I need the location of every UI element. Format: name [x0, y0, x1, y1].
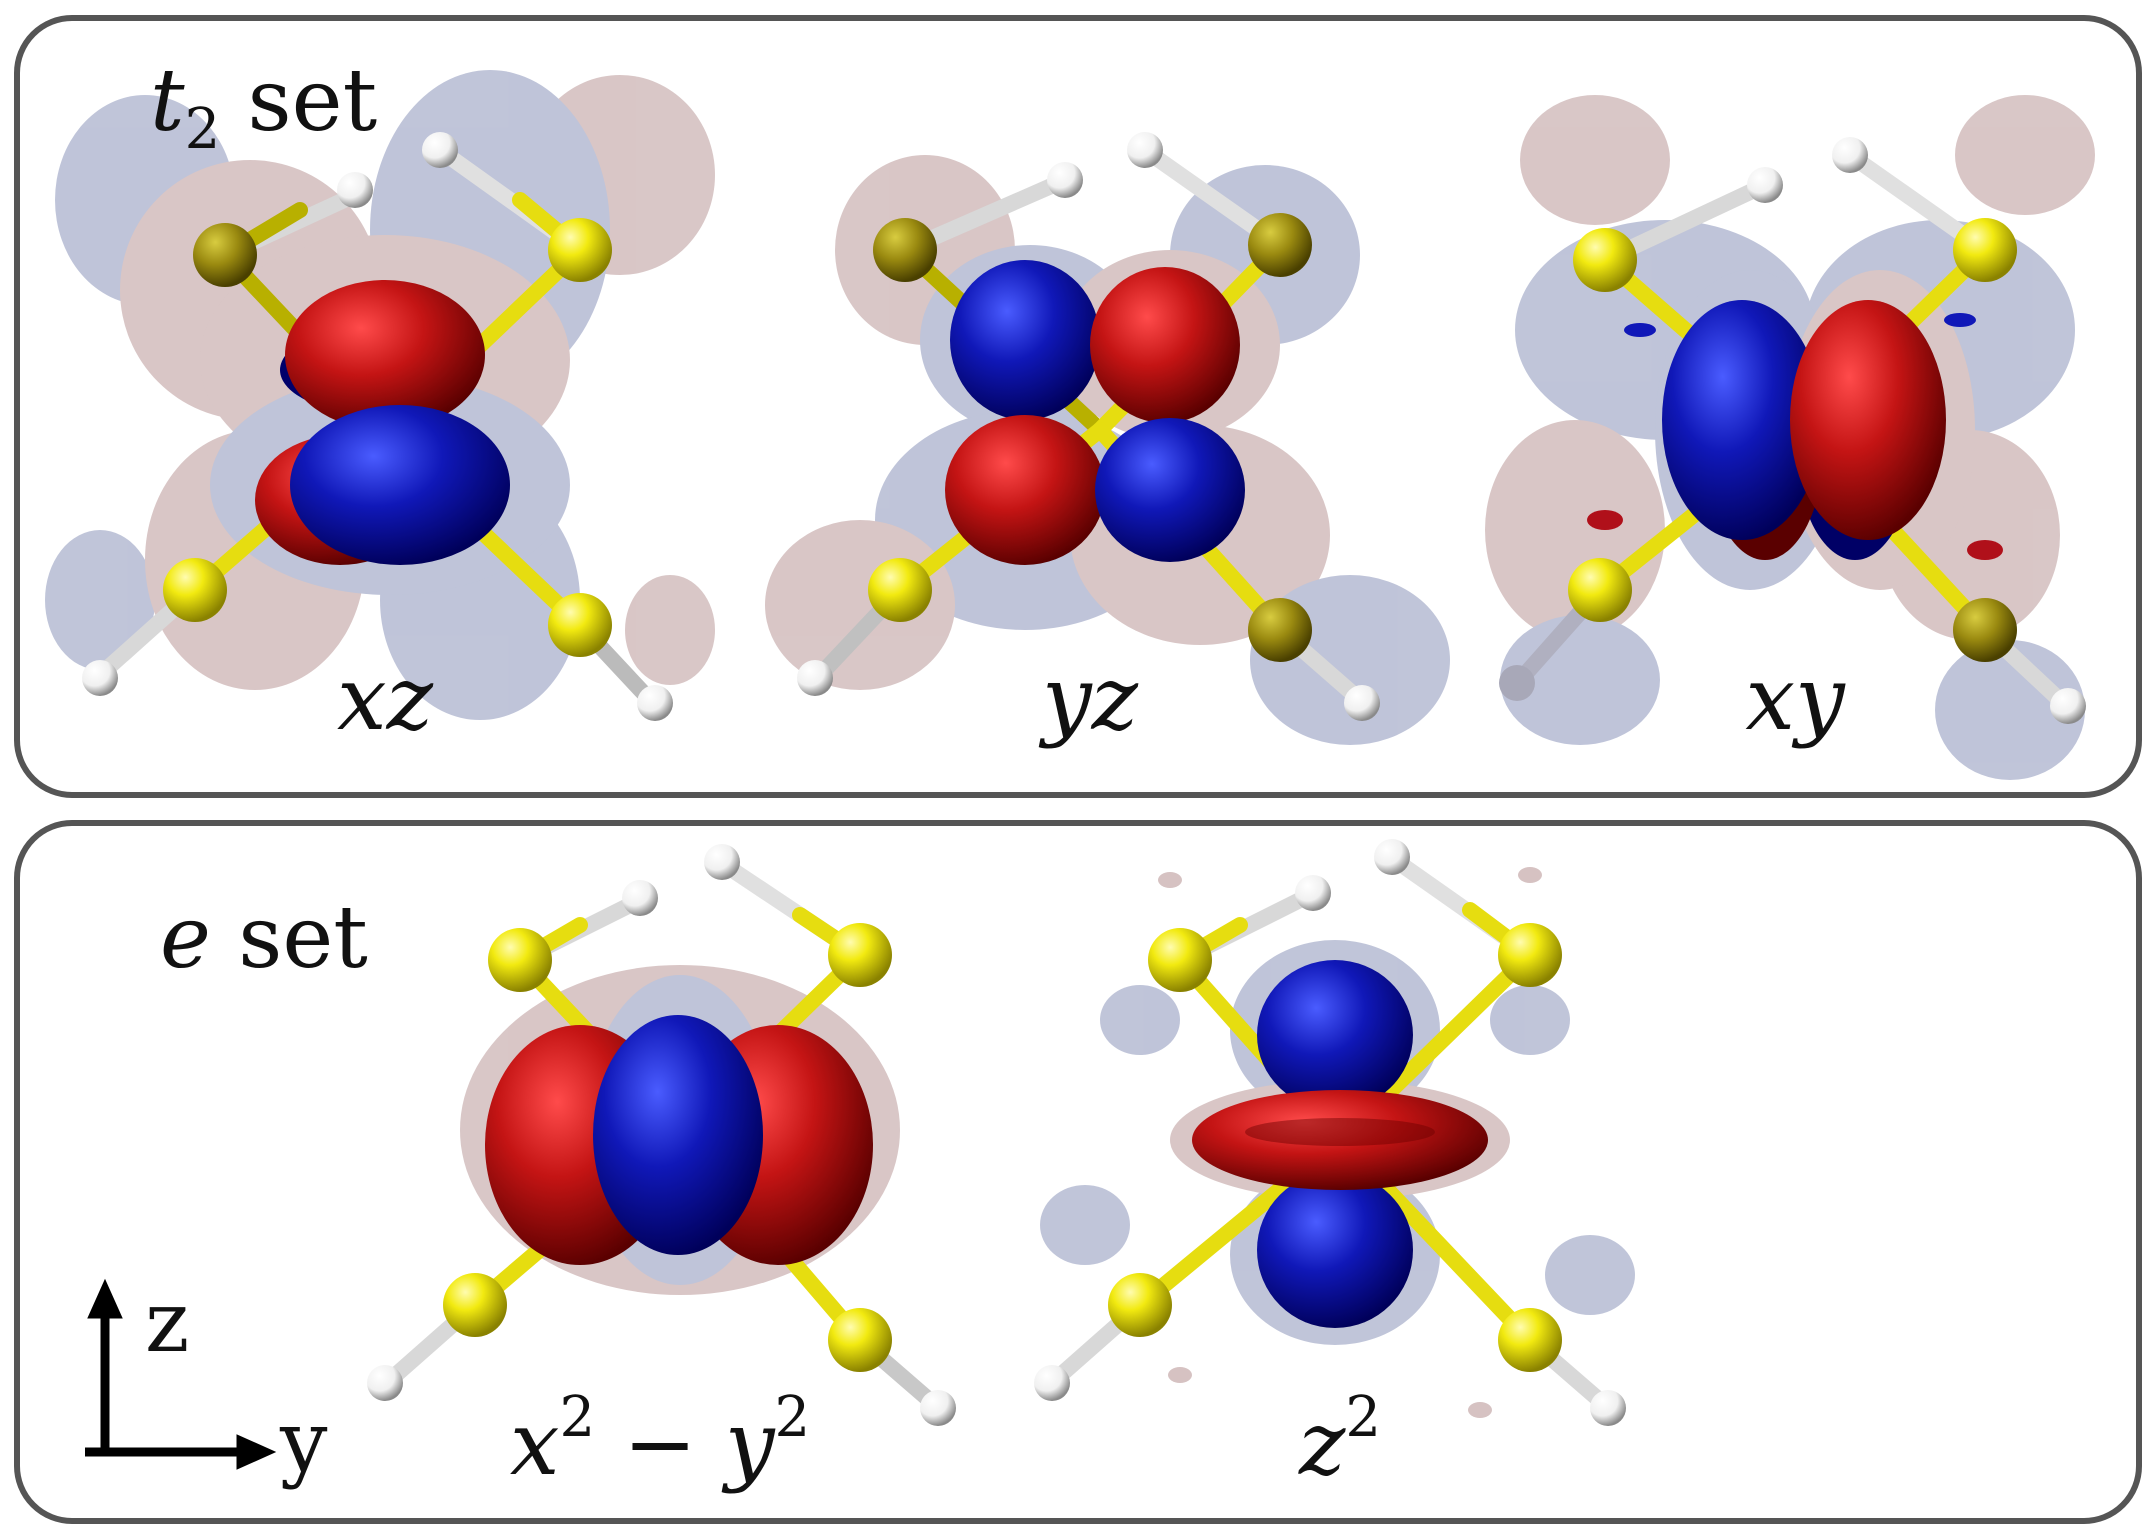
label-xz: xz	[337, 647, 433, 750]
orbital-yz	[765, 132, 1450, 745]
e-set-title: e set	[160, 888, 368, 988]
orbital-x2-y2	[367, 844, 956, 1426]
label-x2-y2: x2 − y2	[509, 1385, 811, 1495]
orbital-xy	[1485, 95, 2095, 780]
label-z2: z2	[1298, 1385, 1382, 1495]
e-set-panel	[14, 820, 2142, 1524]
y-axis-label: y	[280, 1393, 328, 1491]
label-xy: xy	[1745, 647, 1845, 750]
t2-set-title: t2 set	[150, 51, 378, 163]
orbital-z2	[1034, 839, 1635, 1426]
t2-set-panel	[14, 15, 2142, 798]
axes-indicator	[85, 1278, 277, 1470]
orbital-xz	[45, 70, 715, 721]
label-yz: yz	[1041, 647, 1139, 750]
z-axis-label: z	[145, 1273, 190, 1371]
